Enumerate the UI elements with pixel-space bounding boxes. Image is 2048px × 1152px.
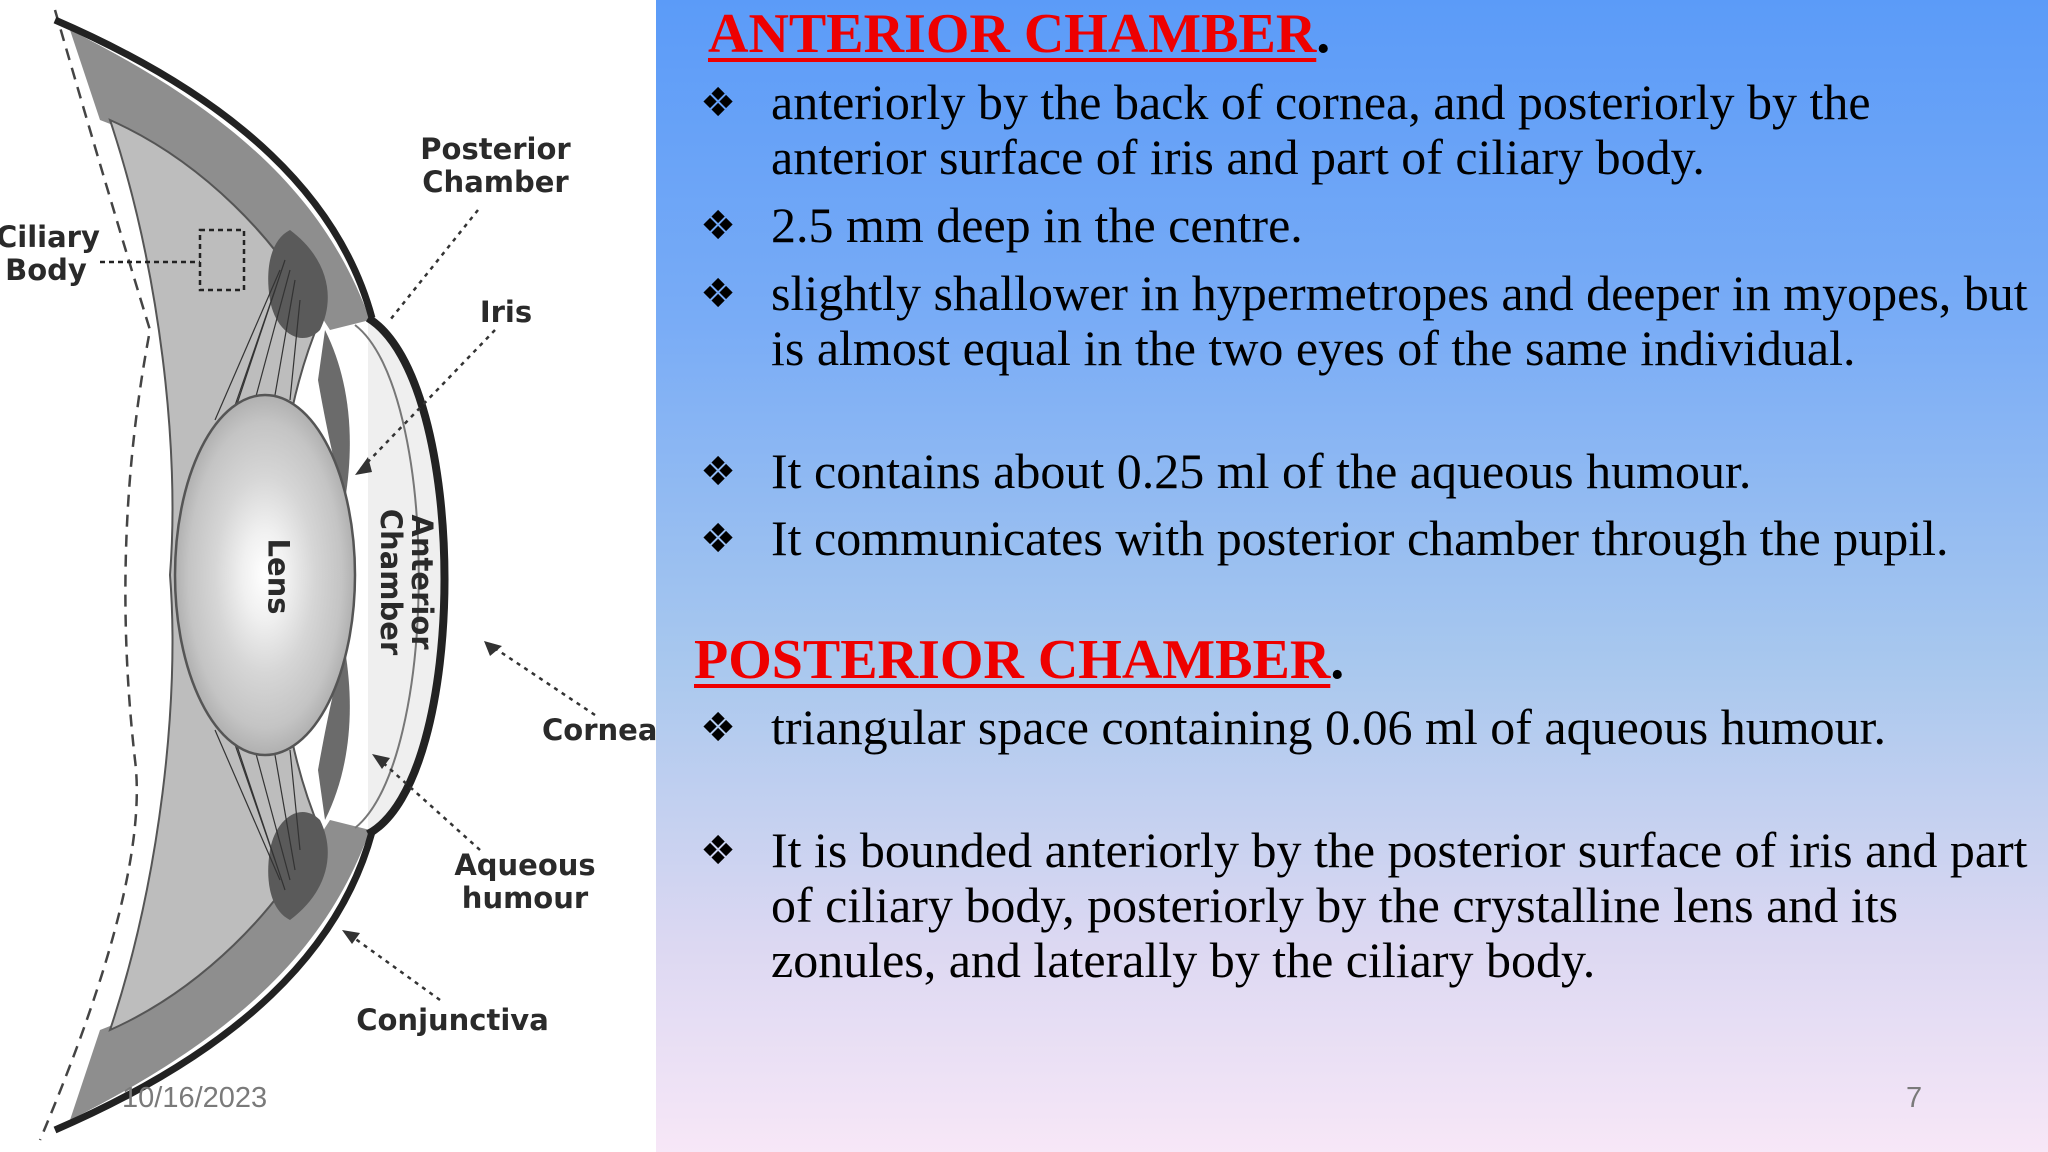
text-panel: ANTERIOR CHAMBER. ❖ anteriorly by the ba…	[656, 0, 2048, 1152]
anterior-chamber-heading-period: .	[1316, 3, 1331, 65]
diagram-label-posterior-chamber: Posterior Chamber	[420, 132, 571, 199]
anterior-bullet-5: ❖ It communicates with posterior chamber…	[694, 511, 2034, 566]
posterior-chamber-heading: POSTERIOR CHAMBER.	[694, 630, 1344, 690]
bullet-marker-icon: ❖	[700, 449, 736, 495]
diagram-label-lens: Lens	[261, 538, 296, 615]
bullet-marker-icon: ❖	[700, 80, 736, 126]
diagram-label-iris: Iris	[479, 295, 533, 329]
posterior-bullet-2-text: It is bounded anteriorly by the posterio…	[771, 822, 2028, 988]
bullet-marker-icon: ❖	[700, 516, 736, 562]
anterior-bullet-4-text: It contains about 0.25 ml of the aqueous…	[771, 443, 1752, 499]
bullet-marker-icon: ❖	[700, 271, 736, 317]
posterior-bullet-1: ❖ triangular space containing 0.06 ml of…	[694, 700, 2034, 755]
slide-page-number: 7	[1906, 1082, 1923, 1114]
bullet-marker-icon: ❖	[700, 828, 736, 874]
bullet-marker-icon: ❖	[700, 705, 736, 751]
posterior-bullet-2: ❖ It is bounded anteriorly by the poster…	[694, 823, 2034, 988]
anterior-chamber-heading-text: ANTERIOR CHAMBER	[708, 3, 1317, 65]
diagram-label-anterior-chamber: Anterior Chamber	[374, 508, 439, 656]
posterior-chamber-heading-period: .	[1330, 629, 1345, 691]
anterior-chamber-heading: ANTERIOR CHAMBER.	[708, 4, 1330, 64]
eye-anatomy-diagram: Posterior Chamber Ciliary Body Iris Lens…	[0, 0, 658, 1152]
diagram-label-ciliary-body: Ciliary Body	[0, 220, 100, 287]
slide-date: 10/16/2023	[122, 1082, 268, 1114]
anterior-bullet-1-text: anteriorly by the back of cornea, and po…	[771, 74, 1871, 185]
anterior-bullet-5-text: It communicates with posterior chamber t…	[771, 510, 1949, 566]
anterior-bullet-2-text: 2.5 mm deep in the centre.	[771, 197, 1303, 253]
anterior-bullet-3-text: slightly shallower in hypermetropes and …	[771, 265, 2028, 376]
diagram-label-aqueous-humour: Aqueous humour	[454, 848, 596, 915]
diagram-label-cornea: Cornea	[542, 713, 658, 747]
anterior-bullet-3: ❖ slightly shallower in hypermetropes an…	[694, 266, 2034, 376]
posterior-bullet-1-text: triangular space containing 0.06 ml of a…	[771, 699, 1887, 755]
anterior-bullet-1: ❖ anteriorly by the back of cornea, and …	[694, 75, 2034, 185]
eye-cross-section-drawing	[38, 9, 596, 1141]
posterior-chamber-heading-text: POSTERIOR CHAMBER	[694, 629, 1331, 691]
diagram-label-conjunctiva: Conjunctiva	[356, 1003, 549, 1037]
anterior-bullet-4: ❖ It contains about 0.25 ml of the aqueo…	[694, 444, 2034, 499]
bullet-marker-icon: ❖	[700, 203, 736, 249]
anterior-bullet-2: ❖ 2.5 mm deep in the centre.	[694, 198, 2034, 253]
